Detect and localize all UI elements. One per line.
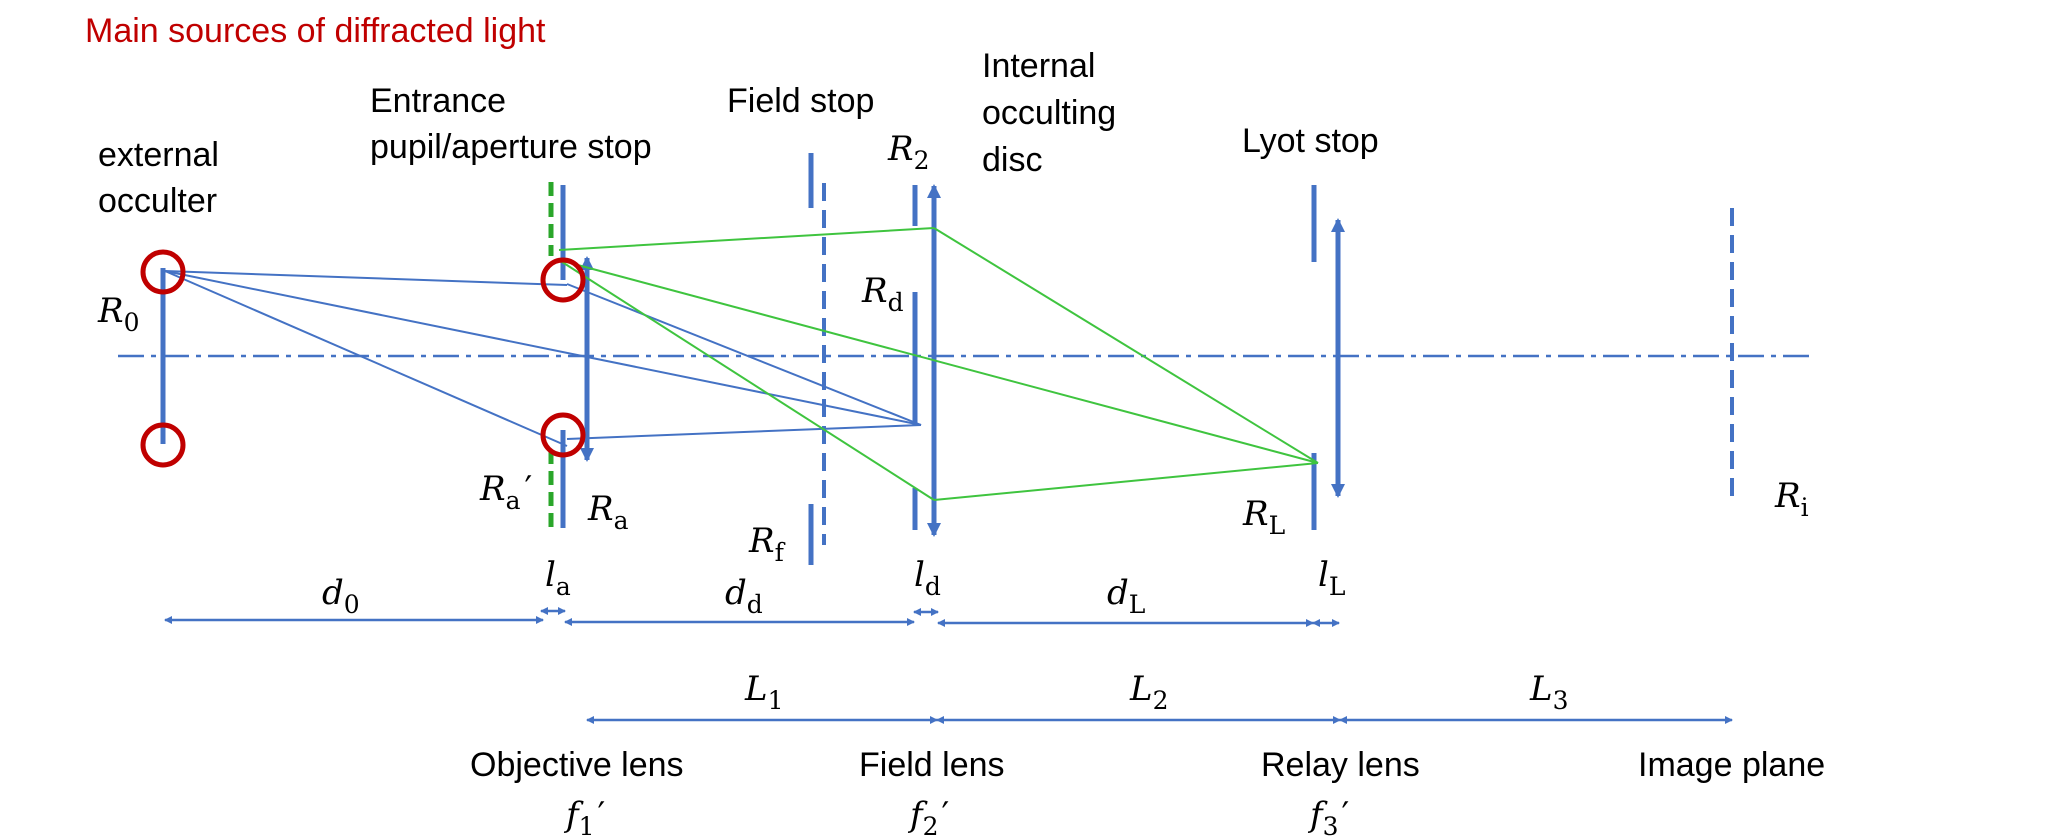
symbol-RL: RL [1242,494,1285,540]
label-external-occulter: external occulter [98,136,228,220]
symbol-f1-prime: f1′ [563,795,605,836]
blue-rays [164,270,922,447]
symbol-Rf: Rf [748,521,786,567]
diffraction-source-markers [140,249,586,468]
symbol-dd: dd [725,573,763,619]
pupil-edge-bottom-marker [540,412,586,458]
symbol-Ra: Ra [587,489,629,535]
symbol-Ra-prime: Ra′ [479,469,532,515]
label-field-lens: Field lens [859,746,1005,784]
symbol-L3: L3 [1529,669,1568,715]
label-relay-lens: Relay lens [1261,746,1420,784]
occulter-edge-bottom-marker [140,422,186,468]
symbol-la: la [545,555,571,601]
occulter-edge-top-marker [140,249,186,295]
label-internal-disc: Internal occulting disc [982,47,1126,179]
pupil-edge-top-marker [540,257,586,303]
green-rays [558,227,1319,501]
symbol-Ri: Ri [1774,476,1809,522]
symbol-ld: ld [914,555,941,601]
diagram-title: Main sources of diffracted light [85,12,546,50]
symbol-dL: dL [1107,573,1145,619]
symbol-d0: d0 [322,573,360,619]
label-lyot-stop: Lyot stop [1242,122,1379,160]
symbol-lL: lL [1318,555,1345,601]
symbol-L1: L1 [744,669,783,715]
symbol-f3-prime: f3′ [1307,795,1349,836]
label-image-plane: Image plane [1638,746,1825,784]
label-field-stop: Field stop [727,82,874,120]
symbol-Rd: Rd [861,271,904,317]
symbol-L2: L2 [1129,669,1168,715]
label-entrance-pupil: Entrance pupil/aperture stop [370,82,652,166]
symbol-R0: R0 [97,291,140,337]
dimension-lines [164,607,1733,724]
label-objective-lens: Objective lens [470,746,684,784]
symbol-R2: R2 [887,129,930,175]
symbol-f2-prime: f2′ [907,795,949,836]
